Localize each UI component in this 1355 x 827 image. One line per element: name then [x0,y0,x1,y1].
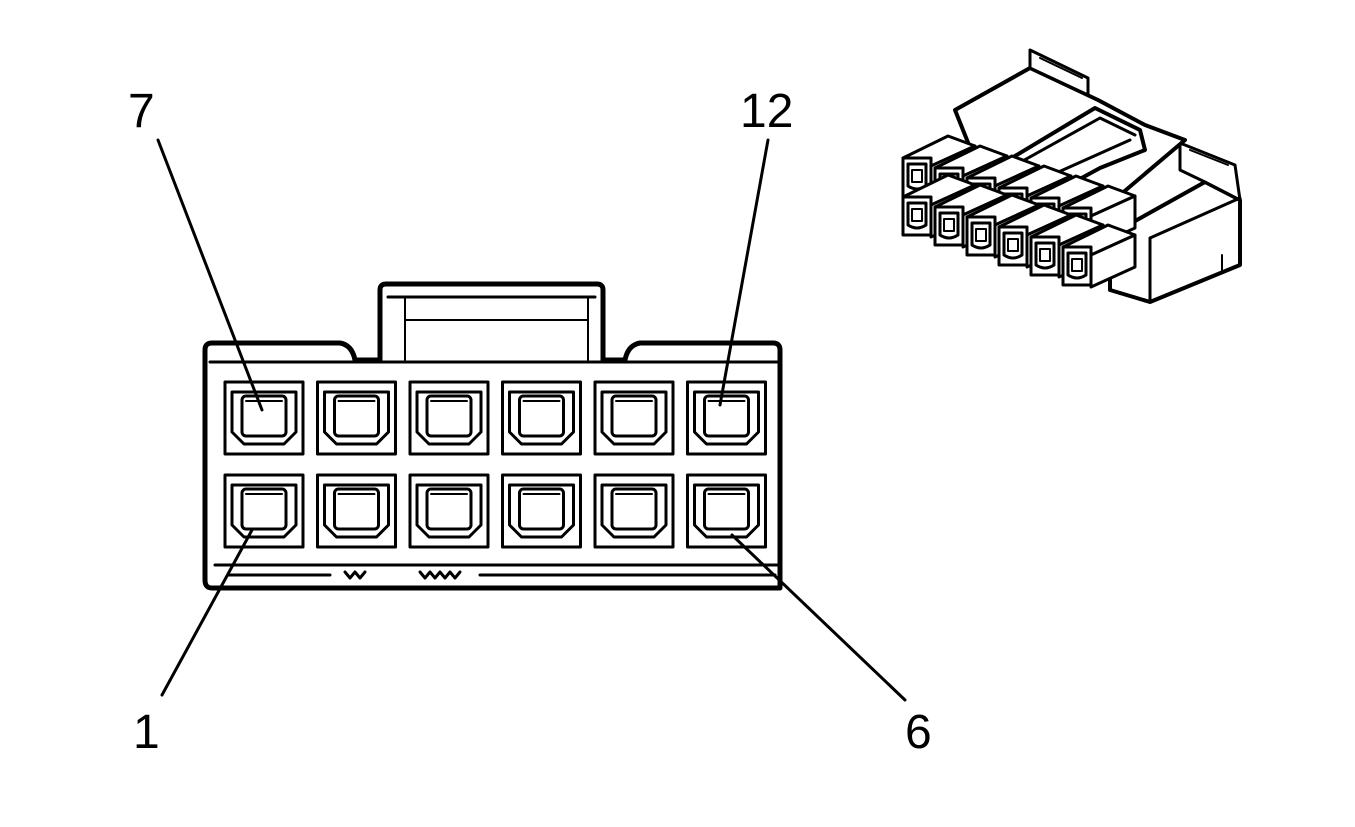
pin-label-1: 1 [133,706,160,759]
cavity-4 [501,473,582,549]
cavity-grid [223,380,767,549]
leader-line-pin-1 [160,528,254,697]
pin-label-7: 7 [128,85,155,138]
connector-isometric-view [901,48,1242,304]
connector-face-view: 7 12 1 6 [128,85,932,759]
pin-label-12: 12 [740,85,793,138]
leader-line-pin-12 [718,138,770,407]
cavity-11 [593,380,675,456]
cavity-12 [686,380,767,456]
cavity-1 [223,473,305,549]
cavity-3 [408,473,490,549]
cavity-7 [223,380,305,456]
connector-housing [202,340,783,591]
cavity-10 [501,380,582,456]
cavity-9 [408,380,490,456]
leader-line-pin-6 [730,533,907,702]
locking-tab [377,281,606,363]
pin-label-6: 6 [905,706,932,759]
cavity-2 [316,473,397,549]
cavity-8 [316,380,397,456]
isometric-cavity-grid [901,134,1137,289]
cavity-5 [593,473,675,549]
cavity-6 [686,473,767,549]
iso-cavity-6 [1061,223,1137,289]
leader-line-pin-7 [156,138,264,412]
